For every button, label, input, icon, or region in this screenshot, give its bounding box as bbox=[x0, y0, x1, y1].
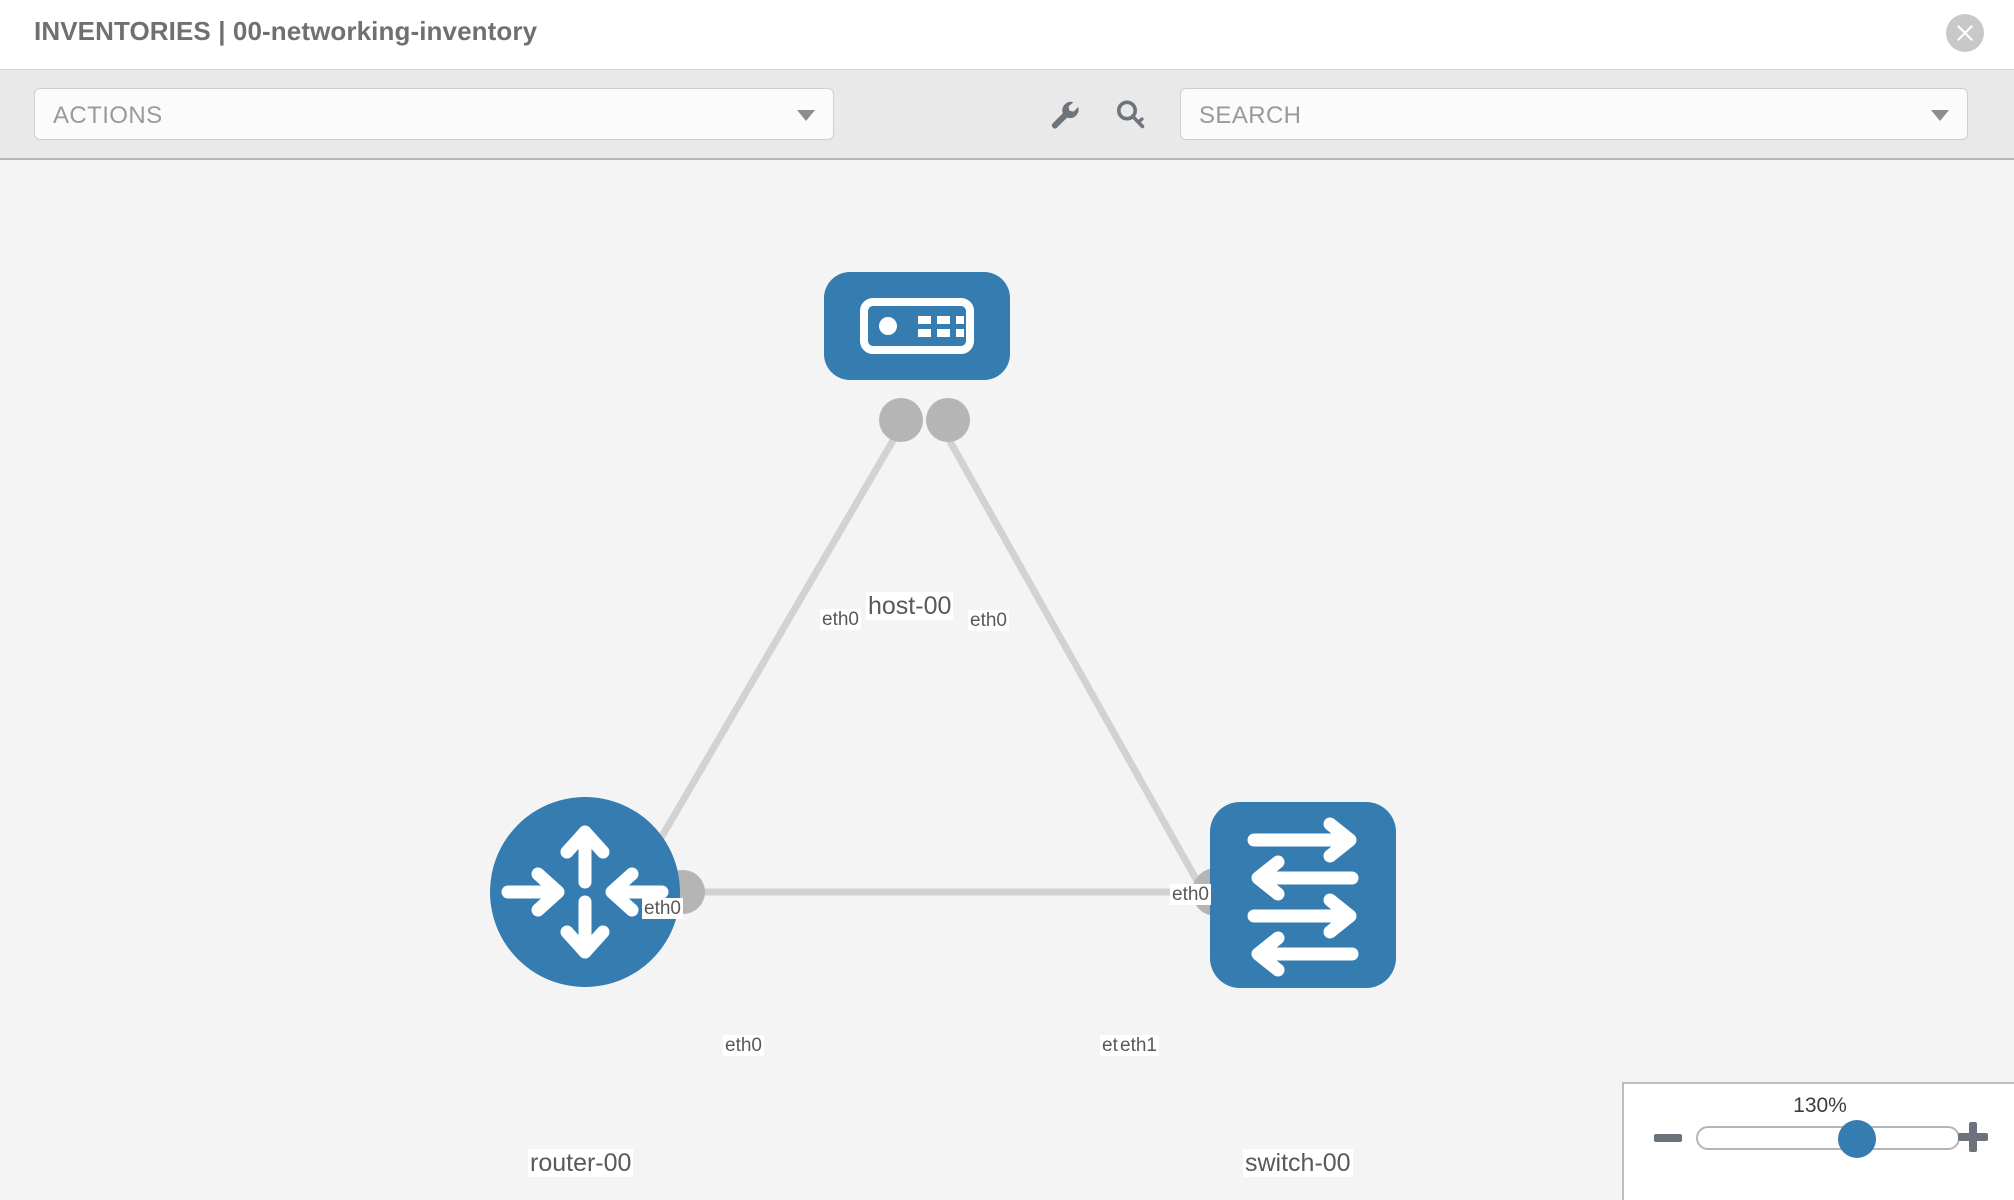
wrench-icon[interactable] bbox=[1048, 98, 1082, 132]
minus-icon[interactable] bbox=[1654, 1134, 1682, 1142]
topology-canvas[interactable]: host-00 router-00 switch-00 eth0 eth0 et… bbox=[0, 162, 2014, 1200]
actions-dropdown-label: ACTIONS bbox=[53, 102, 163, 129]
search-placeholder: SEARCH bbox=[1199, 102, 1302, 129]
zoom-slider-thumb[interactable] bbox=[1838, 1120, 1876, 1158]
router-arrows-icon bbox=[501, 825, 669, 959]
close-icon[interactable] bbox=[1946, 14, 1984, 52]
switch-arrows-icon bbox=[1247, 817, 1359, 977]
iface-label-router-to-switch: eth0 bbox=[723, 1035, 764, 1057]
link-host00-router00 bbox=[636, 418, 909, 876]
iface-label-host-right: eth0 bbox=[968, 610, 1009, 632]
zoom-slider[interactable] bbox=[1696, 1120, 1960, 1158]
zoom-control-panel: 130% bbox=[1622, 1082, 2014, 1200]
key-icon[interactable] bbox=[1114, 98, 1148, 132]
node-host-00 bbox=[824, 272, 1010, 380]
iface-label-switch-uplink: eth0 bbox=[1170, 884, 1211, 906]
node-host-00-hit[interactable] bbox=[824, 272, 1010, 380]
node-router-00 bbox=[490, 797, 680, 987]
node-label-router-00: router-00 bbox=[528, 1149, 634, 1177]
iface-label-router-uplink: eth0 bbox=[642, 898, 683, 920]
node-router-00-hit[interactable] bbox=[490, 797, 680, 987]
port-host00-eth0-left bbox=[879, 398, 923, 442]
chevron-down-icon[interactable] bbox=[1931, 110, 1949, 121]
iface-label-switch-to-router-b: eth1 bbox=[1118, 1035, 1159, 1057]
page-title: INVENTORIES | 00-networking-inventory bbox=[34, 16, 538, 46]
iface-label-host-left: eth0 bbox=[820, 609, 861, 631]
plus-icon[interactable] bbox=[1958, 1122, 1988, 1152]
node-label-host-00: host-00 bbox=[866, 592, 954, 620]
server-icon bbox=[860, 298, 974, 354]
chevron-down-icon bbox=[797, 110, 815, 121]
node-switch-00 bbox=[1210, 802, 1396, 988]
topology-graph bbox=[490, 272, 1396, 988]
port-host00-eth0-right bbox=[926, 398, 970, 442]
topology-links bbox=[636, 418, 1241, 954]
node-switch-00-hit[interactable] bbox=[1210, 802, 1396, 988]
search-input[interactable]: SEARCH bbox=[1180, 88, 1968, 140]
page-header: INVENTORIES | 00-networking-inventory bbox=[0, 0, 2014, 70]
zoom-percent-label: 130% bbox=[1793, 1094, 1847, 1117]
toolbar: ACTIONS SEARCH bbox=[0, 70, 2014, 160]
link-host00-switch00 bbox=[934, 418, 1241, 954]
node-label-switch-00: switch-00 bbox=[1243, 1149, 1353, 1177]
actions-dropdown[interactable]: ACTIONS bbox=[34, 88, 834, 140]
